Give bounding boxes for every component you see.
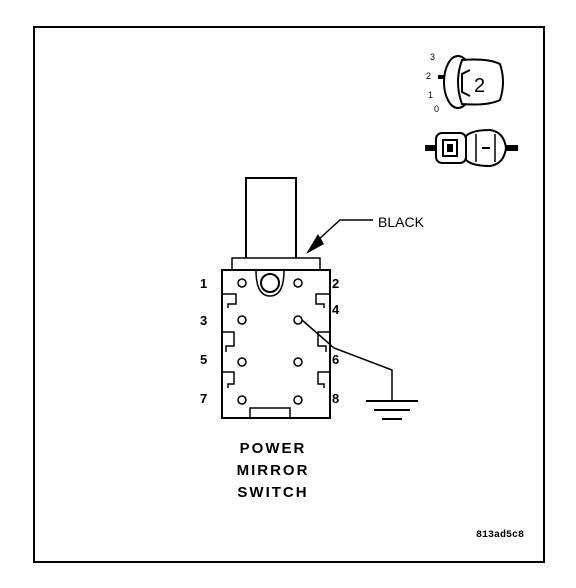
- callout-leader: [317, 219, 373, 241]
- knob-position-3: 3: [430, 52, 435, 62]
- pin-label-4: 4: [332, 302, 340, 317]
- knob-position-icon: 3 2 1 0 2: [426, 52, 504, 114]
- switch-title-line-2: MIRROR: [237, 462, 310, 479]
- knob-position-1: 1: [428, 90, 433, 100]
- pin-label-7: 7: [200, 391, 207, 406]
- callout-arrowhead: [306, 234, 324, 254]
- switch-side-view-icon: [425, 128, 518, 168]
- switch-connector: [221, 257, 331, 419]
- pin-label-8: 8: [332, 391, 339, 406]
- pin-label-1: 1: [200, 276, 207, 291]
- pin-label-5: 5: [200, 352, 207, 367]
- knob-position-2: 2: [426, 71, 431, 81]
- knob-selected-position: 2: [474, 75, 485, 97]
- knob-position-0: 0: [434, 104, 439, 114]
- ground-wire: [301, 319, 393, 400]
- pin-label-6: 6: [332, 352, 339, 367]
- diagram-frame: [33, 26, 545, 563]
- switch-title-line-3: SWITCH: [237, 484, 308, 501]
- connector-color-label: BLACK: [378, 214, 425, 230]
- pin-label-3: 3: [200, 313, 207, 328]
- switch-title-line-1: POWER: [240, 440, 307, 457]
- ground-icon: [366, 400, 418, 420]
- figure-code: 813ad5c8: [476, 529, 524, 541]
- pin-label-2: 2: [332, 276, 339, 291]
